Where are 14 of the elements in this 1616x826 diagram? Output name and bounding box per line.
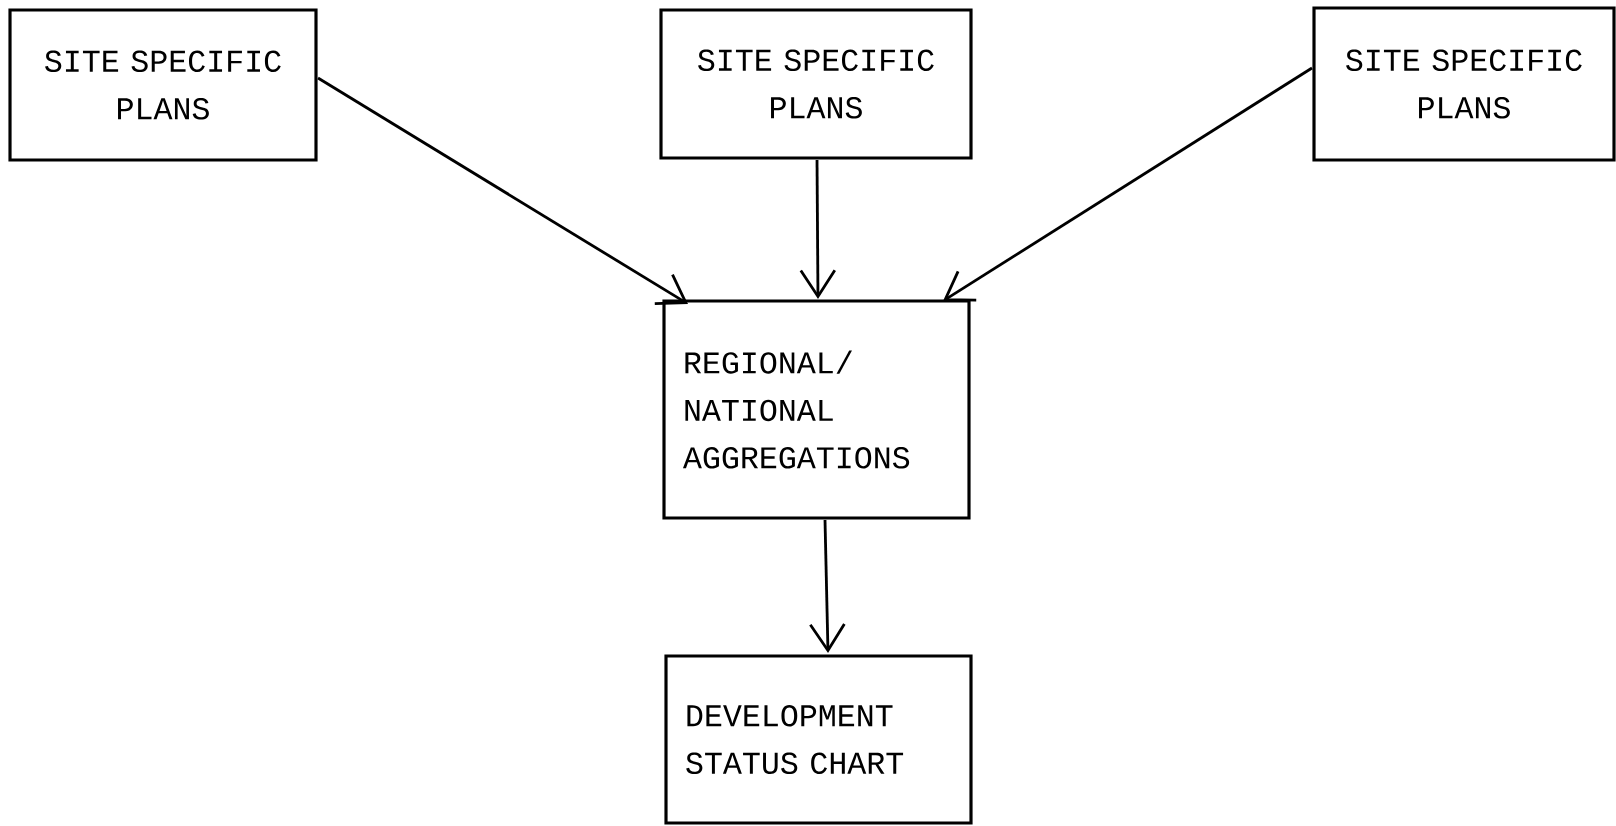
process-box: [1312, 6, 1616, 162]
process-box: [8, 8, 318, 162]
box-label: SITE SPECIFIC PLANS: [1346, 49, 1582, 119]
box-label: DEVELOPMENT STATUS CHART: [686, 705, 904, 774]
process-box: [662, 299, 971, 520]
process-box: [659, 8, 973, 160]
arrow: [943, 66, 1313, 302]
arrow: [799, 160, 836, 299]
box-label: SITE SPECIFIC PLANS: [45, 50, 281, 120]
process-box: [664, 654, 973, 825]
box-label: SITE SPECIFIC PLANS: [698, 49, 934, 119]
box-label: REGIONAL/ NATIONAL AGGREGATIONS: [682, 350, 910, 469]
arrow: [317, 76, 688, 305]
arrow: [809, 519, 846, 653]
